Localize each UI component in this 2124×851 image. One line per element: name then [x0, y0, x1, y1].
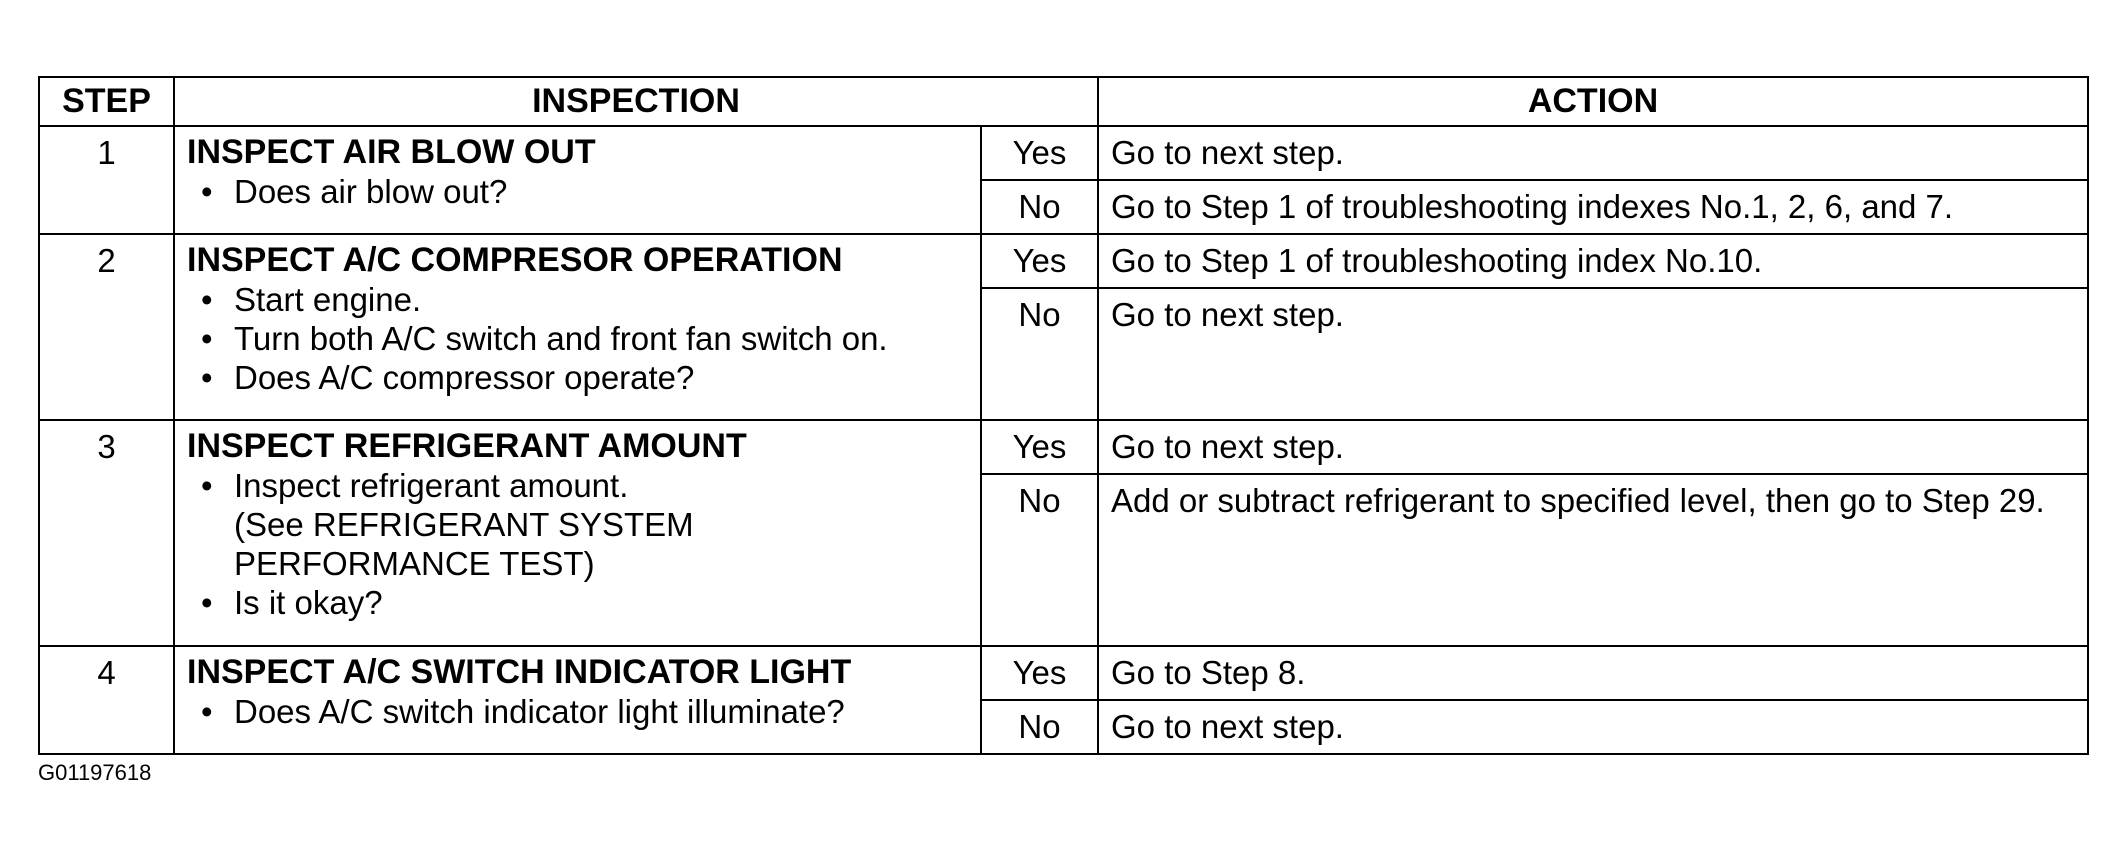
yes-action: Go to next step.: [1097, 125, 2089, 181]
inspection-bullets: •Inspect refrigerant amount. (See REFRIG…: [175, 466, 980, 628]
bullet-item: •Does air blow out?: [201, 173, 508, 210]
step-2-no-row: No Go to next step.: [39, 287, 2089, 421]
bullet-item: •Inspect refrigerant amount.: [201, 467, 629, 504]
inspection-bullets: •Does A/C switch indicator light illumin…: [175, 692, 980, 737]
header-row: STEP INSPECTION ACTION: [38, 76, 2089, 127]
yes-label: Yes: [980, 645, 1099, 701]
no-label: No: [980, 699, 1099, 755]
step-number: 3: [38, 419, 175, 647]
yes-label: Yes: [980, 419, 1099, 475]
header-step: STEP: [38, 76, 175, 127]
bullet-item: •Does A/C compressor operate?: [201, 359, 695, 396]
bullet-continuation: (See REFRIGERANT SYSTEM: [234, 506, 694, 543]
inspection-bullets: •Does air blow out?: [175, 172, 980, 217]
inspection-bullets: •Start engine. •Turn both A/C switch and…: [175, 280, 980, 403]
yes-label: Yes: [980, 233, 1099, 289]
step-number: 1: [38, 125, 175, 235]
step-4-yes-row: 4 INSPECT A/C SWITCH INDICATOR LIGHT •Do…: [38, 645, 2089, 755]
step-inspection: INSPECT A/C COMPRESOR OPERATION •Start e…: [173, 233, 982, 421]
step-1-yes-row: 1 INSPECT AIR BLOW OUT •Does air blow ou…: [38, 125, 2089, 235]
step-3-yes-row: 3 INSPECT REFRIGERANT AMOUNT •Inspect re…: [38, 419, 2089, 647]
header-inspection: INSPECTION: [173, 76, 1099, 127]
inspection-title: INSPECT AIR BLOW OUT: [187, 133, 596, 171]
bullet-item: •Turn both A/C switch and front fan swit…: [201, 320, 888, 357]
inspection-title: INSPECT A/C COMPRESOR OPERATION: [187, 241, 843, 279]
yes-action: Go to Step 1 of troubleshooting index No…: [1097, 233, 2089, 289]
step-1-no-row: No Go to Step 1 of troubleshooting index…: [39, 179, 2089, 235]
step-4-no-row: No Go to next step.: [39, 699, 2089, 755]
yes-action: Go to next step.: [1097, 419, 2089, 475]
step-number: 2: [38, 233, 175, 421]
step-3-no-row: No Add or subtract refrigerant to specif…: [39, 473, 2089, 647]
figure-id: G01197618: [38, 760, 152, 785]
step-number: 4: [38, 645, 175, 755]
no-label: No: [980, 287, 1099, 421]
bullet-item: •Is it okay?: [201, 584, 383, 621]
inspection-title: INSPECT REFRIGERANT AMOUNT: [187, 427, 747, 465]
step-2-yes-row: 2 INSPECT A/C COMPRESOR OPERATION •Start…: [38, 233, 2089, 421]
no-action: Add or subtract refrigerant to specified…: [1097, 473, 2089, 647]
bullet-continuation: PERFORMANCE TEST): [234, 545, 595, 582]
step-inspection: INSPECT AIR BLOW OUT •Does air blow out?: [173, 125, 982, 235]
no-label: No: [980, 473, 1099, 647]
inspection-title: INSPECT A/C SWITCH INDICATOR LIGHT: [187, 653, 852, 691]
header-action: ACTION: [1097, 76, 2089, 127]
no-action: Go to Step 1 of troubleshooting indexes …: [1097, 179, 2089, 235]
bullet-item: •Start engine.: [201, 281, 422, 318]
yes-action: Go to Step 8.: [1097, 645, 2089, 701]
yes-label: Yes: [980, 125, 1099, 181]
no-label: No: [980, 179, 1099, 235]
step-inspection: INSPECT REFRIGERANT AMOUNT •Inspect refr…: [173, 419, 982, 647]
troubleshooting-table: STEP INSPECTION ACTION 1 INSPECT AIR BLO…: [38, 76, 2089, 755]
no-action: Go to next step.: [1097, 699, 2089, 755]
bullet-item: •Does A/C switch indicator light illumin…: [201, 693, 845, 730]
no-action: Go to next step.: [1097, 287, 2089, 421]
step-inspection: INSPECT A/C SWITCH INDICATOR LIGHT •Does…: [173, 645, 982, 755]
